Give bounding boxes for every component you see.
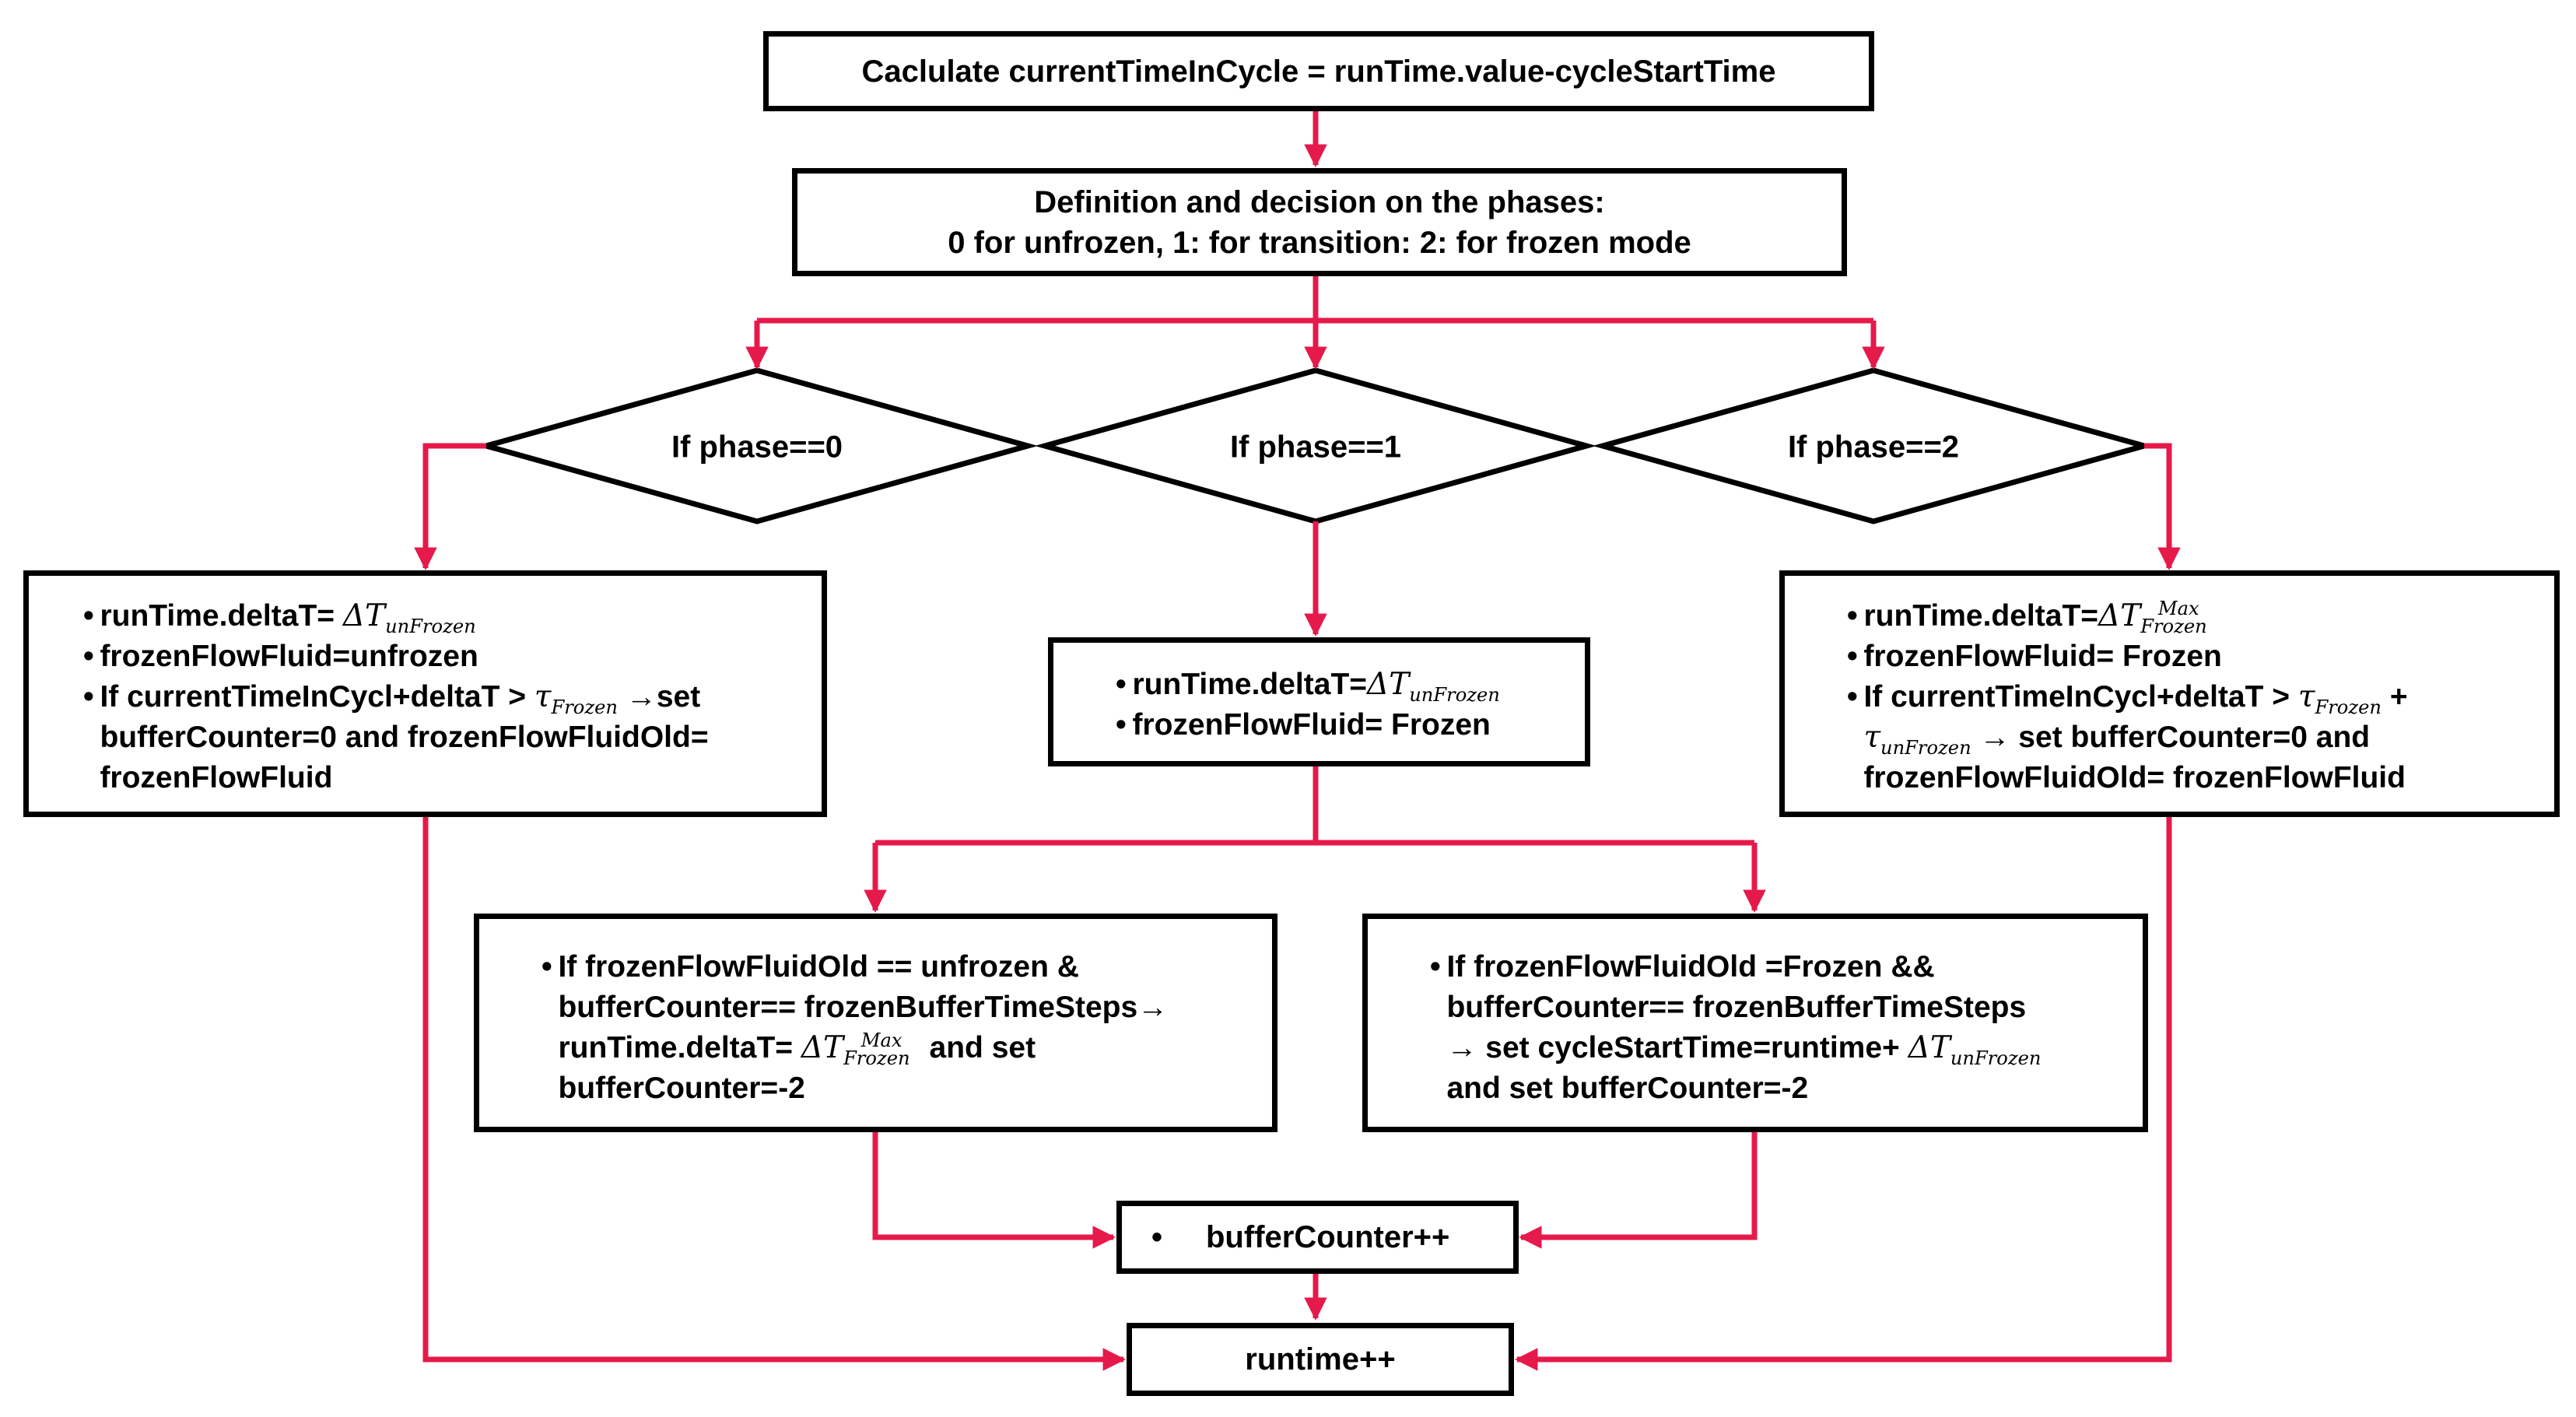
trans-right-line3: → set cycleStartTime=runtime+ <box>1446 1031 1908 1065</box>
phase0-line3: If currentTimeInCycl+deltaT > <box>100 680 534 714</box>
phase0-line5: frozenFlowFluid <box>100 761 333 794</box>
transition-unfrozen-box: If frozenFlowFluidOld == unfrozen & buff… <box>474 914 1277 1132</box>
phase0-actions-box: runTime.deltaT= ΔTunFrozen frozenFlowFlu… <box>23 570 827 817</box>
phase2-line3-sub: Frozen <box>2315 696 2381 718</box>
phase0-line4: bufferCounter=0 and frozenFlowFluidOld= <box>100 721 709 754</box>
phase2-line1-sub: Frozen <box>2140 615 2207 637</box>
arrow-phase2-to-box <box>2144 443 2181 570</box>
phase0-line1-sub: unFrozen <box>385 615 476 637</box>
trans-left-line3-sup: Max <box>860 1029 902 1051</box>
phase1-line1-math: ΔT <box>1367 667 1410 702</box>
trans-left-line3-math: ΔT <box>801 1030 844 1065</box>
trans-left-line3-tail: and set <box>920 1031 1036 1065</box>
phase2-line4-math: τ <box>1863 720 1881 755</box>
runtime-increment-text: runtime++ <box>1245 1342 1396 1377</box>
arrow-phase2-to-runtime <box>1515 817 2172 1371</box>
phase2-line1-math: ΔT <box>2098 598 2141 633</box>
phase2-line1: runTime.deltaT= <box>1863 599 2099 633</box>
trans-right-line1: If frozenFlowFluidOld =Frozen && <box>1446 950 1935 984</box>
phase0-line1-math: ΔT <box>342 598 386 633</box>
trans-right-line3-sub: unFrozen <box>1950 1047 2042 1069</box>
arrow-phase0-to-box <box>414 443 486 570</box>
phase1-line2: frozenFlowFluid= Frozen <box>1132 708 1491 742</box>
phase0-line3-sub: Frozen <box>551 696 618 718</box>
phase2-line3-plus: + <box>2381 680 2408 714</box>
phase-definition-box: Definition and decision on the phases: 0… <box>792 168 1847 276</box>
decision-diamond-phase0 <box>475 367 1039 524</box>
phase0-line3-math: τ <box>534 679 552 714</box>
buffer-counter-text: bufferCounter++ <box>1206 1220 1450 1254</box>
phase2-line3: If currentTimeInCycl+deltaT > <box>1863 680 2298 714</box>
phase1-line1: runTime.deltaT= <box>1132 668 1368 701</box>
phase0-line2: frozenFlowFluid=unfrozen <box>100 640 478 673</box>
trans-left-line2: bufferCounter== frozenBufferTimeSteps→ <box>558 991 1169 1024</box>
phase-definition-line2: 0 for unfrozen, 1: for transition: 2: fo… <box>948 225 1691 260</box>
calc-current-time-box: Caclulate currentTimeInCycle = runTime.v… <box>763 31 1874 111</box>
calc-current-time-text: Caclulate currentTimeInCycle = runTime.v… <box>861 54 1776 89</box>
trans-left-line3-sub: Frozen <box>843 1047 910 1069</box>
trans-right-line2: bufferCounter== frozenBufferTimeSteps <box>1446 991 2027 1024</box>
decision-label-phase1: If phase==1 <box>1229 430 1402 465</box>
trans-right-line4: and set bufferCounter=-2 <box>1446 1072 1809 1105</box>
phase2-line4-tail: → set bufferCounter=0 and <box>1971 721 2371 754</box>
buffer-counter-increment-box: • bufferCounter++ <box>1116 1201 1519 1274</box>
decision-label-phase0: If phase==0 <box>671 430 843 465</box>
runtime-increment-box: runtime++ <box>1127 1323 1514 1396</box>
phase1-actions-box: runTime.deltaT=ΔTunFrozen frozenFlowFlui… <box>1048 637 1590 766</box>
phase0-line1: runTime.deltaT= <box>100 599 343 633</box>
transition-frozen-box: If frozenFlowFluidOld =Frozen && bufferC… <box>1362 914 2148 1132</box>
phase2-actions-box: runTime.deltaT=ΔTFrozenMax frozenFlowFlu… <box>1779 570 2560 817</box>
arrow-trans-right-to-buffer <box>1519 1132 1758 1249</box>
arrow-phase0-to-runtime <box>422 817 1126 1371</box>
phase2-line3-math: τ <box>2297 679 2315 714</box>
phase2-line1-sup: Max <box>2157 598 2199 619</box>
arrow-trans-left-to-buffer <box>872 1132 1116 1249</box>
phase2-line2: frozenFlowFluid= Frozen <box>1863 640 2222 673</box>
phase0-line3-tail: →set <box>617 680 701 714</box>
decision-label-phase2: If phase==2 <box>1787 430 1960 465</box>
phase2-line5: frozenFlowFluidOld= frozenFlowFluid <box>1863 761 2406 794</box>
phase-definition-line1: Definition and decision on the phases: <box>1034 184 1605 219</box>
decision-diamond-phase1 <box>1034 367 1597 524</box>
trans-right-line3-math: ΔT <box>1908 1030 1950 1065</box>
trans-left-line1: If frozenFlowFluidOld == unfrozen & <box>558 950 1079 984</box>
buffer-bullet-icon: • <box>1151 1220 1163 1254</box>
phase2-line4-sub: unFrozen <box>1880 736 1971 759</box>
trans-left-line3: runTime.deltaT= <box>558 1031 801 1065</box>
phase1-line1-sub: unFrozen <box>1409 683 1500 706</box>
trans-left-line4: bufferCounter=-2 <box>558 1072 805 1105</box>
